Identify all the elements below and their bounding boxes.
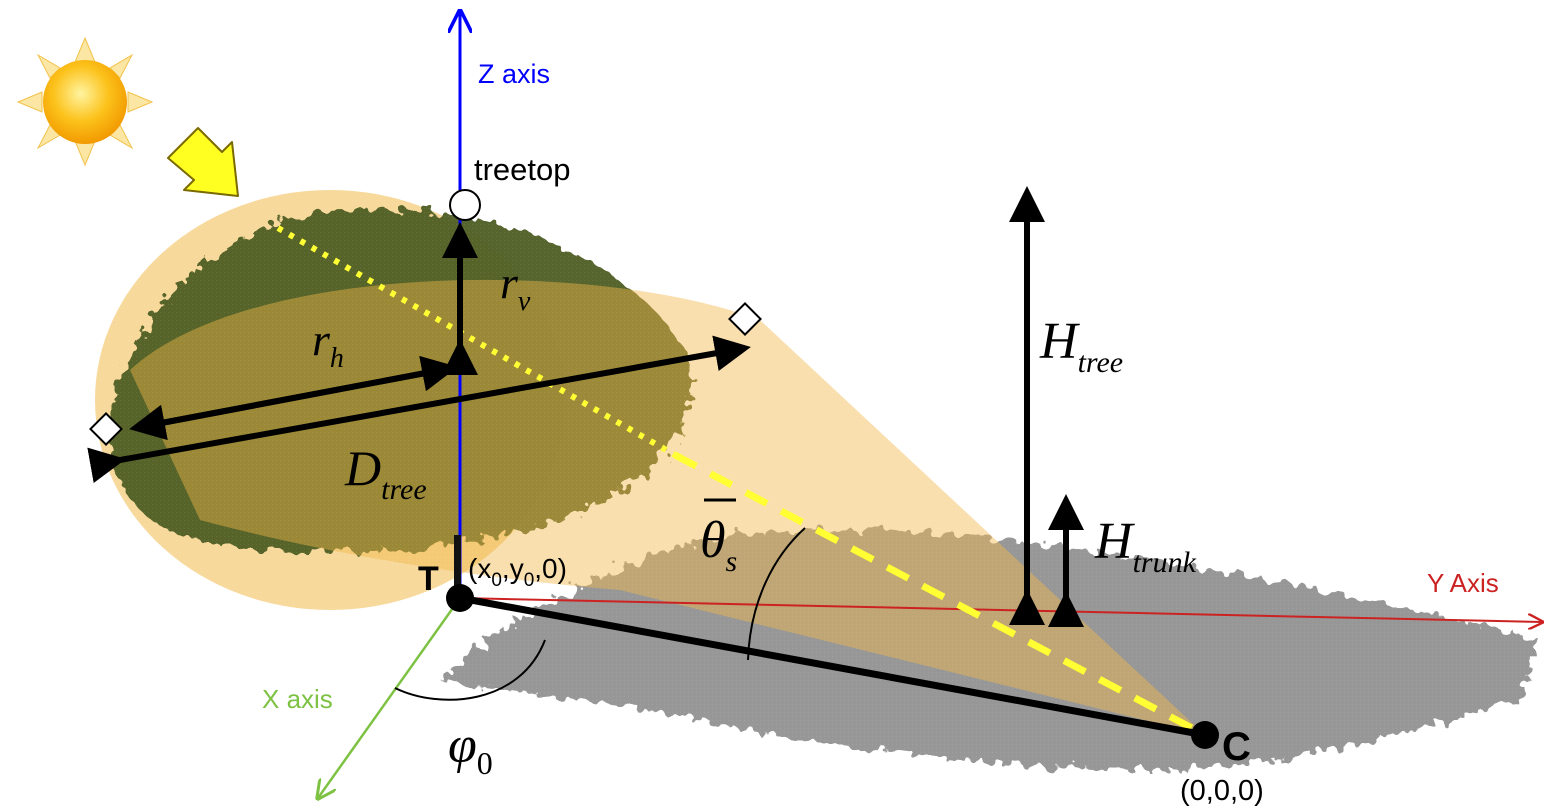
dtree-arrow (87, 335, 751, 484)
tree-base-coordinate: (x0,y0,0) (468, 553, 567, 591)
sun-direction-arrow-icon (167, 127, 239, 197)
tree-trunk (454, 535, 461, 597)
camera-label: C (1222, 725, 1251, 769)
treetop-marker (449, 189, 481, 221)
rh-symbol: rh (312, 314, 344, 374)
rv-symbol: rv (500, 257, 531, 317)
azimuth-angle-arc (394, 639, 546, 701)
sun-icon (16, 36, 154, 167)
azimuth-symbol: φ0 (448, 717, 493, 781)
sun-angle-symbol: θs (700, 512, 737, 578)
htree-symbol: Htree (1039, 313, 1123, 379)
tree-base-point (446, 584, 474, 612)
crown-edge-marker-left (89, 412, 123, 446)
ground-line-t-c (459, 594, 1206, 739)
y-axis-label: Y Axis (1427, 568, 1499, 598)
dtree-symbol: Dtree (344, 440, 427, 506)
camera-point (1191, 721, 1219, 749)
camera-coordinate: (0,0,0) (1180, 775, 1264, 807)
y-axis-line (459, 597, 1542, 622)
sun-angle-arc (747, 527, 806, 661)
crown-edge-marker-right (728, 302, 762, 336)
tree-base-label: T (418, 560, 439, 598)
x-axis-label: X axis (262, 684, 333, 714)
htrunk-symbol: Htrunk (1094, 513, 1197, 579)
x-axis-line (318, 597, 462, 798)
treetop-label: treetop (474, 152, 571, 187)
sun-ray-dashed (673, 451, 1207, 739)
z-axis-label: Z axis (478, 59, 550, 89)
